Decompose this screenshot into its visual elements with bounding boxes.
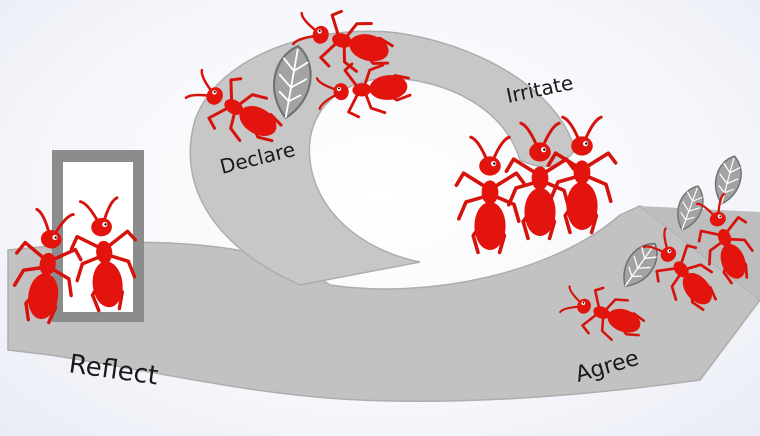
leaf-icon <box>709 152 747 208</box>
